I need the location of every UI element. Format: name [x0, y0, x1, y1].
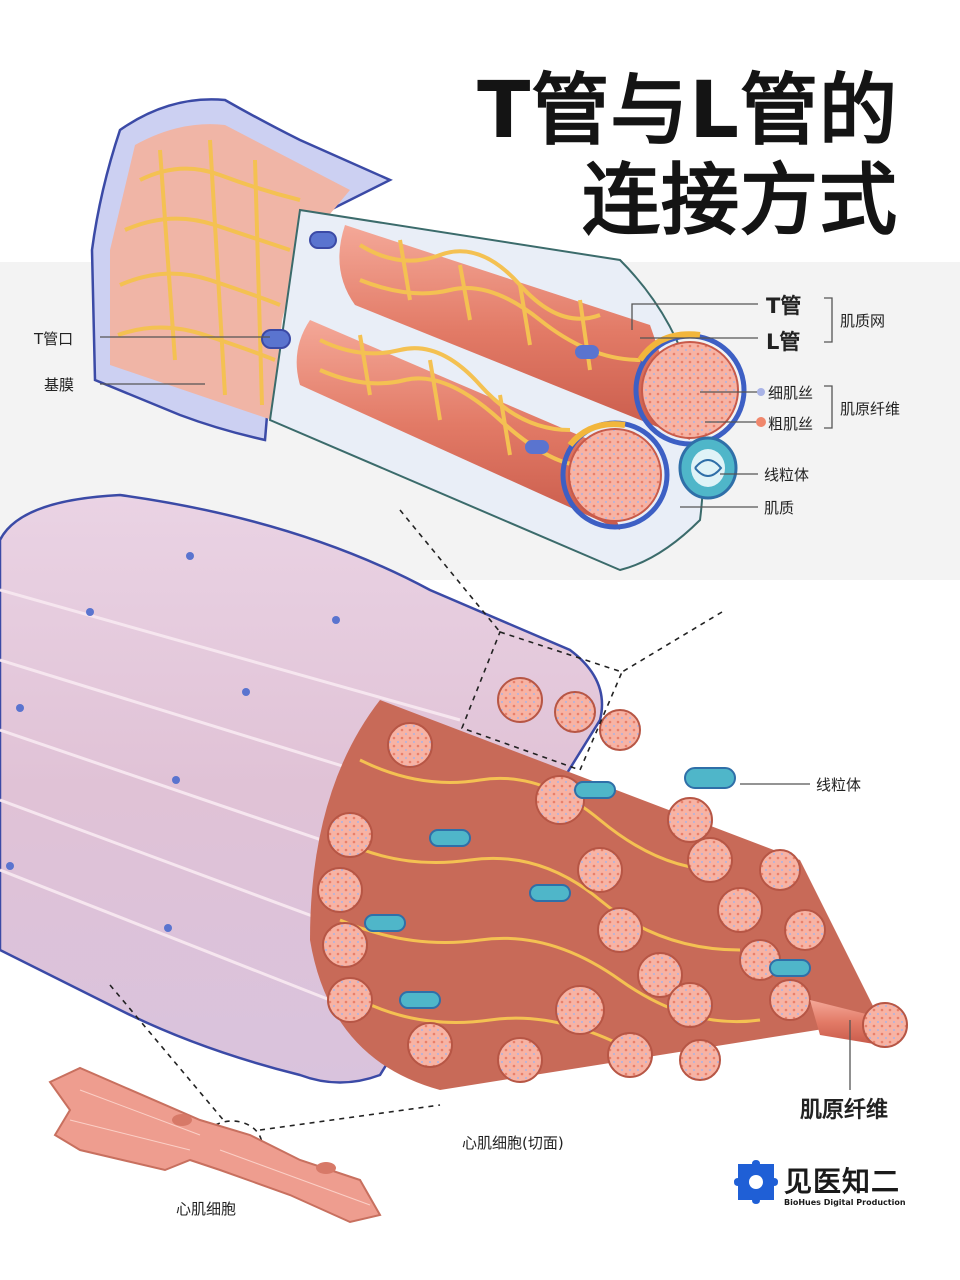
surface-reticulum: [117, 139, 301, 406]
top-detail-diagram: [90, 98, 833, 572]
title-line-2: 连接方式: [581, 156, 898, 246]
label-myofibril-top: 肌原纤维: [840, 400, 901, 418]
label-basement-membrane: 基膜: [44, 376, 75, 394]
myofibril-ends: [317, 677, 826, 1083]
brand-logo: 见医知二 BioHues Digital Production: [734, 1160, 934, 1220]
label-cross-section: 心肌细胞(切面): [462, 1134, 564, 1152]
label-sarcoplasm: 肌质: [764, 499, 795, 517]
label-thin-filament: 细肌丝: [768, 384, 814, 402]
label-myofibril-bottom: 肌原纤维: [800, 1098, 889, 1123]
logo-tagline: BioHues Digital Production: [784, 1198, 906, 1207]
label-l-tubule: L管: [766, 330, 801, 354]
puzzle-logo-icon: [734, 1160, 778, 1204]
small-cardiomyocyte: [48, 1066, 382, 1224]
bundle-mitochondria: [364, 767, 811, 1009]
bottom-leader-lines: [740, 783, 851, 1090]
top-myofibril-lower: [296, 320, 670, 530]
label-mitochondria-bottom: 线粒体: [816, 776, 862, 794]
page-title: T管与L管的 连接方式: [477, 66, 898, 246]
bottom-main-diagram: [0, 493, 908, 1224]
top-mitochondrion: [678, 436, 738, 500]
label-t-tubule: T管: [766, 294, 802, 318]
cell-nuclei: [6, 552, 340, 932]
label-sarcoplasmic-reticulum: 肌质网: [840, 312, 886, 330]
label-thick-filament: 粗肌丝: [768, 415, 814, 433]
logo-name: 见医知二: [784, 1165, 901, 1198]
title-line-1: T管与L管的: [477, 66, 898, 156]
label-t-tubule-opening: T管口: [34, 330, 74, 348]
t-tubule-stems: [261, 231, 599, 454]
label-mitochondria-top: 线粒体: [764, 466, 810, 484]
top-leader-lines: [100, 297, 833, 508]
label-cardiomyocyte: 心肌细胞: [176, 1200, 237, 1218]
myofibril-bundle: [310, 677, 908, 1090]
